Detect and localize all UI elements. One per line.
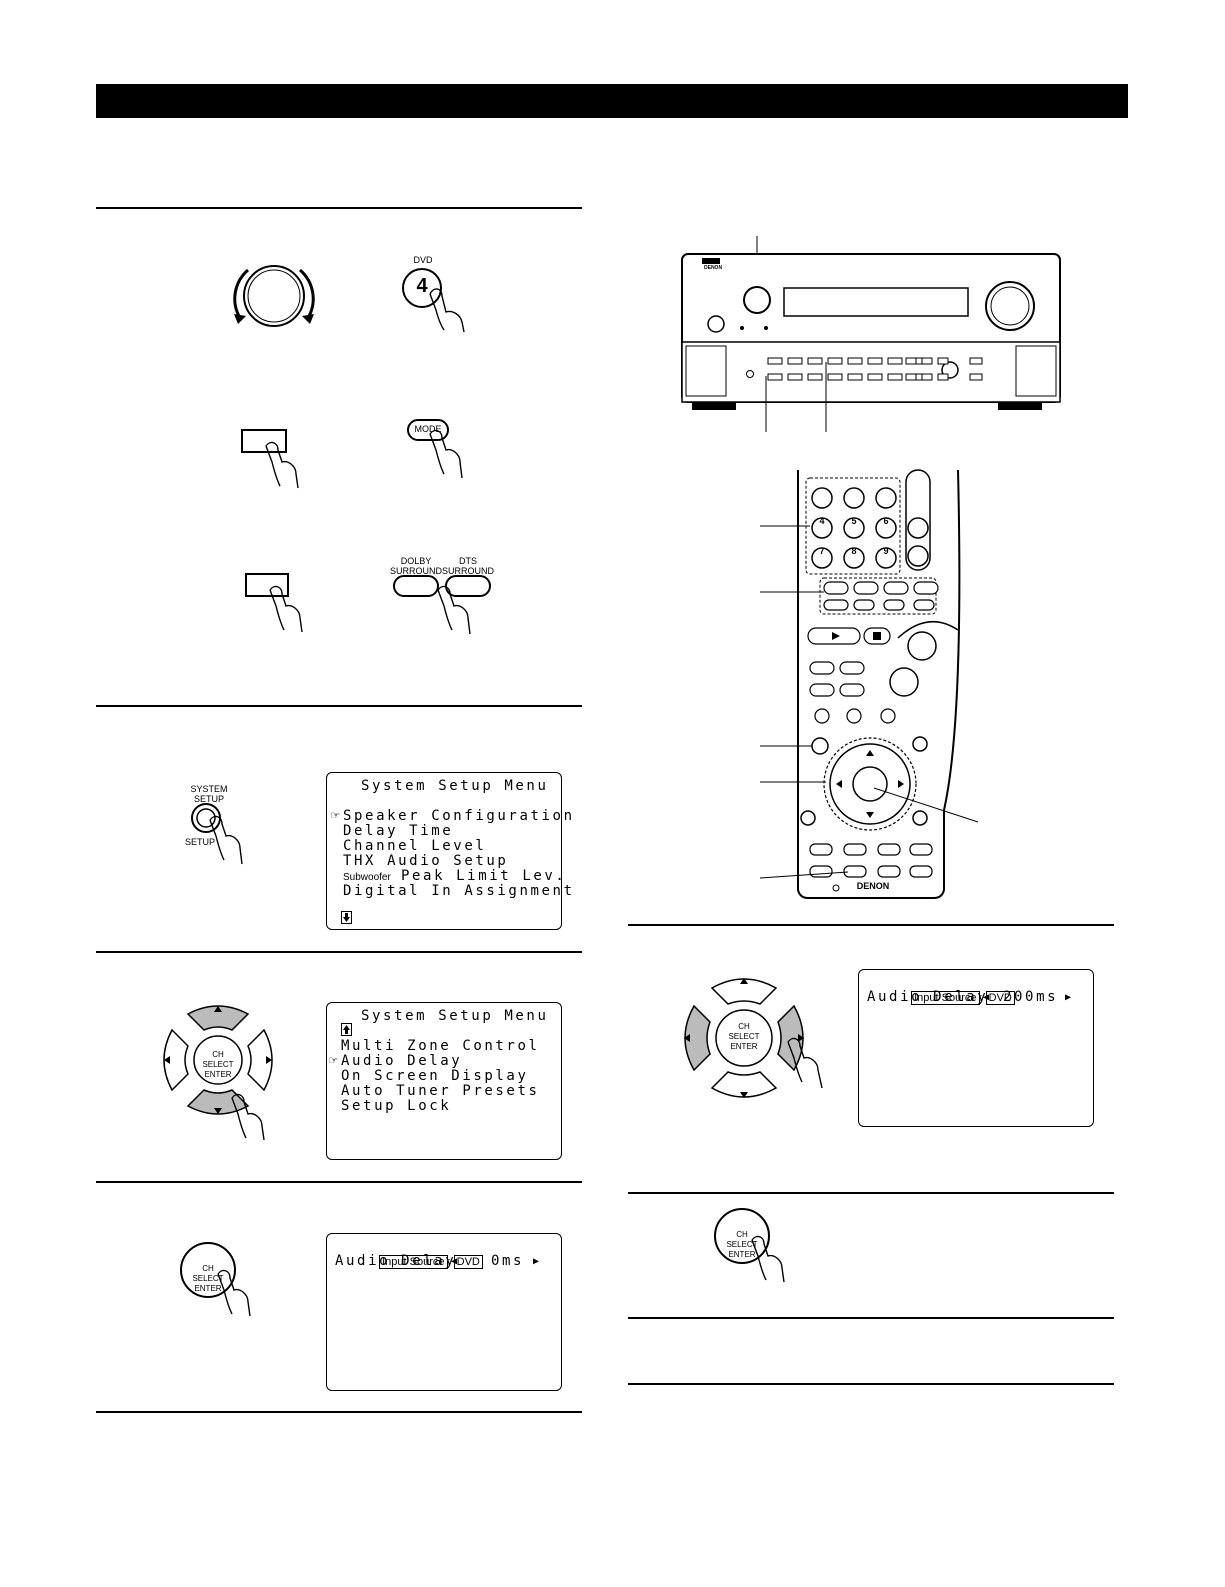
cursor-dpad-right[interactable] <box>676 970 836 1120</box>
front-panel-button <box>787 357 803 365</box>
scroll-up-icon <box>341 1023 352 1036</box>
dolby-surround-label: DOLBY SURROUND <box>390 556 443 576</box>
setup-label: SETUP <box>184 837 215 847</box>
front-panel-button <box>905 357 917 365</box>
ch-select-enter-button[interactable] <box>712 1206 808 1283</box>
mode-button-label: MODE <box>414 424 442 434</box>
rotary-knob-icon[interactable] <box>220 258 330 338</box>
panel-button-icon[interactable] <box>240 428 320 492</box>
front-panel-button <box>937 373 949 381</box>
osd-title: System Setup Menu <box>361 778 549 794</box>
dvd-button-number: 4 <box>416 275 428 297</box>
front-panel-button <box>937 357 949 365</box>
front-panel-button <box>969 357 983 365</box>
front-panel-button <box>887 357 903 365</box>
receiver-front-panel <box>681 236 1061 432</box>
system-setup-label: SYSTEM SETUP <box>190 784 228 804</box>
osd-menu-item: THX Audio Setup <box>343 853 509 869</box>
section-rule <box>96 1411 582 1413</box>
front-panel-brand: DENON <box>704 265 723 271</box>
system-setup-button[interactable] <box>186 802 266 868</box>
osd-menu-item: Auto Tuner Presets <box>341 1083 540 1099</box>
osd-system-setup-menu-1: System Setup Menu ☞ Speaker Configuratio… <box>326 772 572 930</box>
remote-key-5[interactable]: 5 <box>851 516 857 526</box>
osd-menu-item: Setup Lock <box>341 1098 452 1114</box>
osd-cursor-icon: ☞ <box>331 808 343 824</box>
cursor-dpad-down[interactable] <box>158 1000 288 1141</box>
section-rule <box>628 924 1114 926</box>
panel-button-icon[interactable] <box>244 572 324 636</box>
dvd-button-label: DVD <box>413 255 433 265</box>
osd-title: System Setup Menu <box>361 1008 549 1024</box>
front-panel-button <box>847 357 863 365</box>
front-panel-button <box>827 373 843 381</box>
osd-audio-delay-value: 0ms <box>491 1253 525 1269</box>
remote-brand: DENON <box>856 881 890 891</box>
osd-input-source-value: DVD <box>453 1255 483 1269</box>
remote-control <box>759 469 979 899</box>
front-panel-button <box>827 357 843 365</box>
remote-key-8[interactable]: 8 <box>851 546 857 556</box>
scroll-down-icon <box>341 911 352 924</box>
front-panel-button <box>969 373 983 381</box>
osd-menu-item: Peak Limit Lev. <box>401 868 567 884</box>
front-panel-button <box>867 357 883 365</box>
section-rule <box>96 705 582 707</box>
front-panel-button <box>887 373 903 381</box>
osd-input-source-label: Input Source <box>379 1255 448 1269</box>
osd-right-arrow-icon: ▶ <box>1065 992 1074 1003</box>
osd-system-setup-menu-2: System Setup Menu Multi Zone Control ☞ A… <box>326 1002 562 1160</box>
front-panel-button <box>921 373 933 381</box>
front-panel-button <box>807 373 823 381</box>
front-panel-button <box>867 373 883 381</box>
osd-audio-delay-200: Input Source: DVD Audio Delay ◀ 200ms ▶ <box>858 969 1094 1127</box>
osd-subwoofer-prefix: Subwoofer <box>343 872 391 883</box>
osd-cursor-icon: ☞ <box>329 1053 341 1069</box>
front-panel-button <box>787 373 803 381</box>
osd-menu-item: On Screen Display <box>341 1068 529 1084</box>
osd-left-arrow-icon: ◀ <box>983 992 992 1003</box>
osd-menu-item: Delay Time <box>343 823 454 839</box>
front-panel-button <box>921 357 933 365</box>
osd-input-source-value: DVD <box>985 991 1015 1005</box>
section-rule <box>628 1317 1114 1319</box>
osd-menu-item: Channel Level <box>343 838 487 854</box>
remote-key-4[interactable]: 4 <box>819 516 825 526</box>
osd-menu-item: Audio Delay <box>341 1053 463 1069</box>
section-rule <box>96 207 582 209</box>
section-rule <box>628 1383 1114 1385</box>
remote-key-6[interactable]: 6 <box>883 516 889 526</box>
ch-select-enter-label: CH SELECT ENTER <box>728 1022 760 1051</box>
ch-select-enter-button[interactable] <box>178 1240 274 1317</box>
dts-surround-label: DTS SURROUND <box>442 556 495 576</box>
osd-menu-item: Digital In Assignment <box>343 883 575 899</box>
front-panel-button <box>767 373 783 381</box>
front-panel-button <box>847 373 863 381</box>
section-rule <box>96 1181 582 1183</box>
osd-audio-delay-value: 200ms <box>1003 989 1059 1005</box>
dolby-dts-buttons[interactable] <box>392 574 502 640</box>
osd-left-arrow-icon: ◀ <box>451 1256 460 1267</box>
front-panel-button <box>905 373 917 381</box>
osd-audio-delay-label: Audio Delay <box>335 1253 457 1269</box>
osd-audio-delay-label: Audio Delay <box>867 989 989 1005</box>
osd-menu-item: Multi Zone Control <box>341 1038 540 1054</box>
osd-right-arrow-icon: ▶ <box>533 1256 542 1267</box>
remote-key-7[interactable]: 7 <box>819 546 825 556</box>
mode-button[interactable] <box>406 418 490 488</box>
front-panel-button <box>767 357 783 365</box>
header-bar <box>96 84 1128 118</box>
section-rule <box>96 951 582 953</box>
remote-key-9[interactable]: 9 <box>883 546 889 556</box>
front-panel-button <box>807 357 823 365</box>
ch-select-enter-label: CH SELECT ENTER <box>202 1050 234 1079</box>
osd-audio-delay-0: Input Source: DVD Audio Delay ◀ 0ms ▶ <box>326 1233 562 1391</box>
ch-select-enter-label: CH SELECT ENTER <box>192 1264 224 1293</box>
dvd-4-button[interactable] <box>400 266 490 336</box>
section-rule <box>628 1192 1114 1194</box>
osd-menu-item: Speaker Configuration <box>343 808 575 824</box>
osd-input-source-label: Input Source <box>911 991 980 1005</box>
ch-select-enter-label: CH SELECT ENTER <box>726 1230 758 1259</box>
